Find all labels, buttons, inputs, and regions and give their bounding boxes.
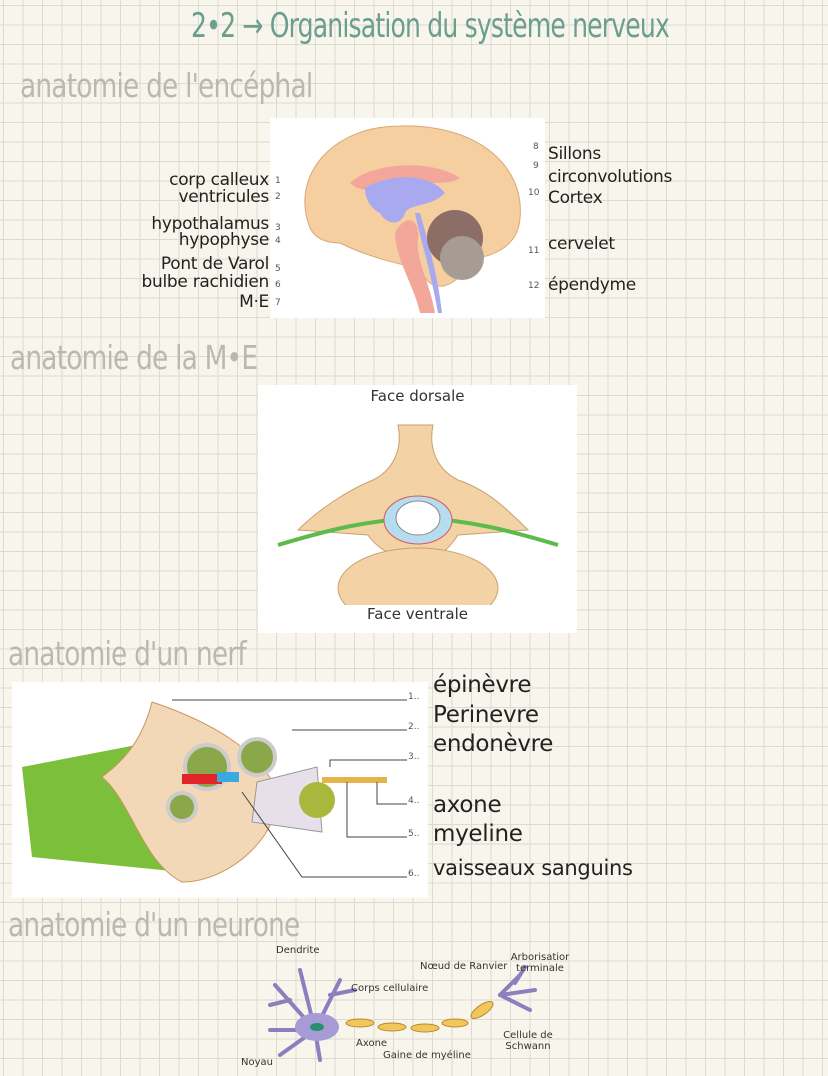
brain-label: Pont de Varol <box>160 254 269 274</box>
neuron-label-noyau: Noyau <box>241 1057 273 1068</box>
nerve-label: Perinevre <box>433 702 539 728</box>
section-heading-moelle: anatomie de la M•E <box>10 338 258 377</box>
brain-number: 1 <box>275 176 281 186</box>
neuron-illustration <box>268 965 537 1062</box>
nerve-label: myeline <box>433 821 523 847</box>
brain-label: hypothalamus <box>151 214 269 234</box>
neuron-label-axone: Axone <box>356 1038 388 1049</box>
nerve-number: 5.. <box>408 829 420 839</box>
brain-number: 2 <box>275 192 281 202</box>
spinal-cord-illustration <box>277 424 559 605</box>
brain-number: 12 <box>528 281 540 291</box>
brain-label: M·E <box>239 292 269 312</box>
brain-label: épendyme <box>548 275 636 295</box>
brain-label: hypophyse <box>178 230 270 250</box>
brain-label: bulbe rachidien <box>141 272 270 292</box>
nerve-number: 6.. <box>408 869 420 879</box>
brain-illustration <box>304 125 521 313</box>
brain-number: 7 <box>275 298 281 308</box>
brain-label: corp calleux <box>169 170 269 190</box>
nerve-diagram: 1.. 2.. 3.. 4.. 5.. 6.. <box>12 682 428 898</box>
nerve-illustration <box>22 699 407 883</box>
brain-number: 6 <box>275 280 281 290</box>
nerve-label: épinèvre <box>433 672 532 698</box>
brain-number: 3 <box>275 223 281 233</box>
nerve-number: 2.. <box>408 722 420 732</box>
caption-face-dorsale: Face dorsale <box>370 387 465 405</box>
section-heading-neurone: anatomie d'un neurone <box>8 905 300 944</box>
brain-label: Cortex <box>548 188 603 208</box>
nerve-label: vaisseaux sanguins <box>433 856 633 880</box>
nerve-number: 4.. <box>408 796 420 806</box>
brain-number: 9 <box>533 161 539 171</box>
nerve-label: endonèvre <box>433 731 554 757</box>
brain-number: 4 <box>275 236 281 246</box>
neuron-label-schwann: Cellule de Schwann <box>503 1030 553 1052</box>
neuron-label-corps: Corps cellulaire <box>351 983 429 994</box>
nerve-number: 1.. <box>408 692 420 702</box>
brain-number: 11 <box>528 246 540 256</box>
page-title: 2•2 → Organisation du système nerveux <box>190 6 670 46</box>
brain-number: 5 <box>275 264 281 274</box>
brain-diagram: 1 2 3 4 5 6 7 8 9 10 11 12 <box>270 118 545 318</box>
caption-face-ventrale: Face ventrale <box>367 605 468 623</box>
spinal-cord-diagram: Face dorsale Face ventrale <box>258 385 577 633</box>
brain-label: circonvolutions <box>548 167 673 187</box>
neuron-label-gaine: Gaine de myéline <box>383 1050 471 1061</box>
brain-label: Sillons <box>548 144 601 164</box>
nerve-label: axone <box>433 792 502 818</box>
brain-number: 10 <box>528 188 540 198</box>
neuron-label-arborisation: Arborisatior terminale <box>510 952 570 974</box>
neuron-label-dendrite: Dendrite <box>276 945 320 956</box>
section-heading-nerf: anatomie d'un nerf <box>8 634 247 673</box>
brain-label: ventricules <box>178 187 269 207</box>
brain-label: cervelet <box>548 234 615 254</box>
brain-number: 8 <box>533 142 539 152</box>
neuron-label-noeud: Nœud de Ranvier <box>420 961 508 972</box>
section-heading-encephale: anatomie de l'encéphal <box>20 66 313 105</box>
nerve-number: 3.. <box>408 752 420 762</box>
